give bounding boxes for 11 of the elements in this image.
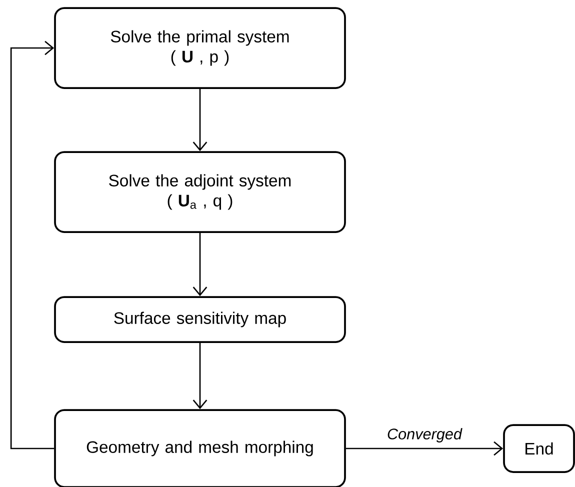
process-box: Solve the adjoint system ( U$_{a}$ , q ) bbox=[54, 151, 346, 233]
edge-label: Converged bbox=[388, 428, 462, 442]
arrow bbox=[192, 88, 208, 152]
arrow bbox=[346, 441, 504, 456]
arrow bbox=[10, 40, 54, 450]
process-box: Surface sensitivity map bbox=[54, 296, 346, 343]
process-box: End bbox=[503, 424, 575, 473]
arrow bbox=[192, 342, 208, 410]
process-box: Solve the primal system ( U , p ) bbox=[54, 7, 346, 89]
process-box: Geometry and mesh morphing bbox=[54, 409, 346, 487]
arrow bbox=[192, 232, 208, 296]
